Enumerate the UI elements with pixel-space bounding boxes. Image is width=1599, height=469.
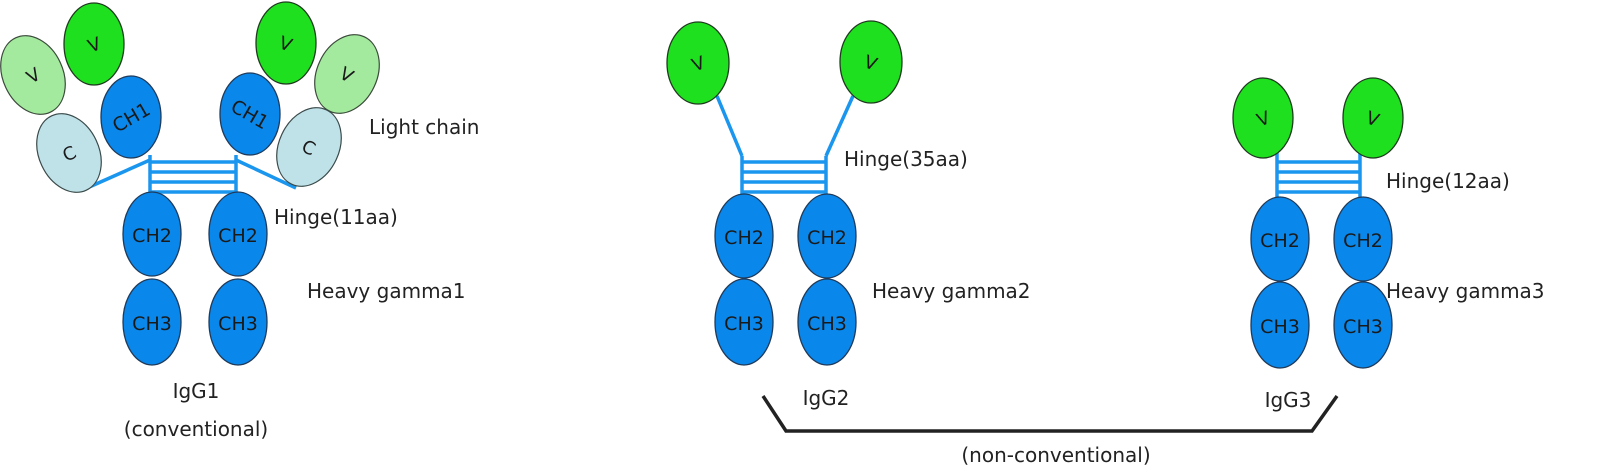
igg3-antibody: V V CH2 CH2 CH3 CH3 [1232, 77, 1404, 369]
igg1-ch3-right-label: CH3 [218, 313, 258, 335]
igg2-ch2-left [714, 193, 774, 279]
igg1-ch2-right [208, 191, 268, 277]
igg2-ch2-right-label: CH2 [807, 227, 847, 249]
heavy-gamma1-label: Heavy gamma1 [307, 279, 466, 303]
igg3-ch3-left-label: CH3 [1260, 316, 1300, 338]
igg2-antibody: V V CH2 CH2 CH3 CH3 [666, 20, 903, 366]
igg1-note-label: (conventional) [124, 417, 268, 441]
igg1-ch1-left [100, 75, 162, 159]
igg2-ch3-left [714, 278, 774, 366]
light-chain-label: Light chain [369, 115, 479, 139]
igg1-cl-left [36, 113, 102, 193]
igg1-vl-left [0, 35, 66, 115]
igg2-arm-right [824, 95, 855, 157]
igg1-label: IgG1 [173, 379, 220, 403]
igg3-ch2-right-label: CH2 [1343, 230, 1383, 252]
igg1-ch3-left [122, 278, 182, 366]
igg3-vh-left [1232, 77, 1294, 159]
igg1-antibody: V C V C V CH1 V CH1 CH2 CH2 [0, 1, 380, 366]
igg1-vh-left [63, 2, 125, 86]
igg1-hinge [148, 155, 238, 195]
igg1-ch3-left-label: CH3 [132, 313, 172, 335]
igg2-ch3-right [797, 278, 857, 366]
igg1-light-connector-left [86, 158, 151, 190]
igg1-light-connector-right [235, 158, 297, 190]
igg1-ch2-left-label: CH2 [132, 225, 172, 247]
heavy-gamma3-label: Heavy gamma3 [1386, 279, 1545, 303]
igg1-ch1-right [219, 72, 281, 156]
igg1-heavy-fab-right: V CH1 [219, 1, 317, 156]
igg3-ch3-left [1250, 281, 1310, 369]
igg2-label: IgG2 [803, 386, 850, 410]
igg3-label: IgG3 [1265, 388, 1312, 412]
igg2-ch2-right [797, 193, 857, 279]
igg2-vh-left [666, 21, 730, 105]
igg1-light-chain-left: V C [0, 35, 102, 193]
igg1-ch2-left [122, 191, 182, 277]
igg1-ch3-right [208, 278, 268, 366]
igg2-hinge-label: Hinge(35aa) [844, 147, 968, 171]
igg3-ch2-left [1250, 196, 1310, 282]
igg3-ch3-right [1333, 281, 1393, 369]
igg2-vh-right [839, 20, 903, 104]
igg1-light-chain-right: V C [276, 34, 380, 187]
igg2-ch2-left-label: CH2 [724, 227, 764, 249]
igg2-hinge [740, 156, 828, 198]
igg2-ch3-left-label: CH3 [724, 313, 764, 335]
igg3-ch2-left-label: CH2 [1260, 230, 1300, 252]
igg3-ch2-right [1333, 196, 1393, 282]
heavy-gamma2-label: Heavy gamma2 [872, 279, 1031, 303]
igg1-ch2-right-label: CH2 [218, 225, 258, 247]
igg1-vh-right [255, 1, 317, 85]
non-conventional-bracket [761, 394, 1339, 433]
igg3-ch3-right-label: CH3 [1343, 316, 1383, 338]
igg3-hinge-label: Hinge(12aa) [1386, 169, 1510, 193]
igg2-arm-left [715, 95, 744, 157]
igg3-hinge [1275, 152, 1362, 198]
igg1-hinge-label: Hinge(11aa) [274, 205, 398, 229]
igg3-vh-right [1342, 77, 1404, 159]
igg1-cl-right [276, 107, 342, 187]
non-conventional-label: (non-conventional) [961, 443, 1150, 467]
igg1-heavy-fab-left: V CH1 [63, 2, 162, 159]
igg1-fc: CH2 CH2 CH3 CH3 [122, 191, 268, 366]
igg2-ch3-right-label: CH3 [807, 313, 847, 335]
